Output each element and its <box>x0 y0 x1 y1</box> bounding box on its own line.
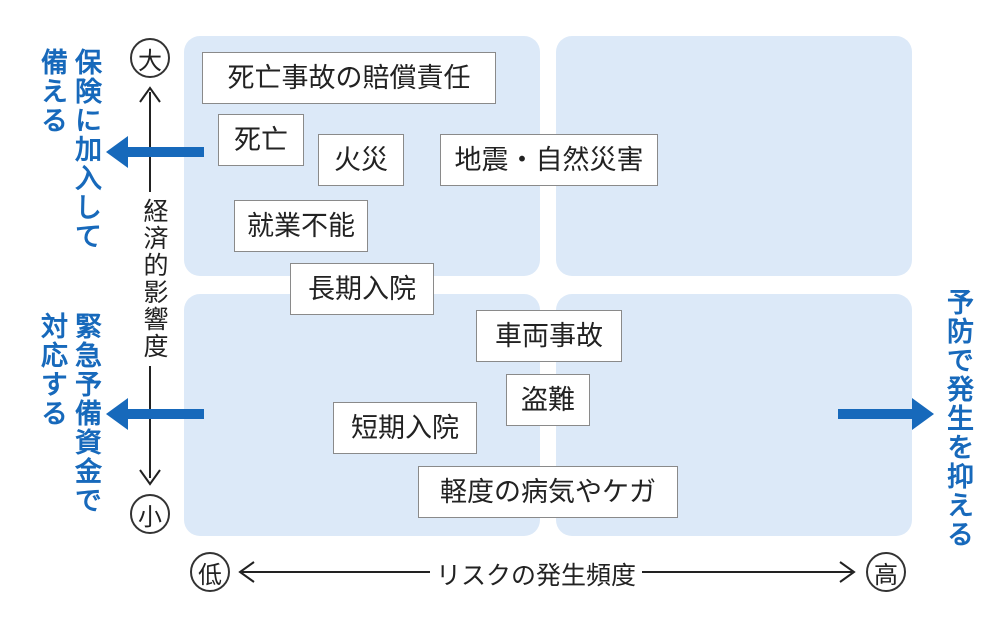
y-axis-top-marker: 大 <box>130 38 170 78</box>
y-axis-bottom-marker: 小 <box>130 494 170 534</box>
insurance-arrow-shaft <box>124 147 204 157</box>
y-axis-arrowhead-down <box>139 469 161 486</box>
x-axis-label: リスクの発生頻度 <box>430 556 643 592</box>
risk-disability: 就業不能 <box>234 200 368 252</box>
risk-liability: 死亡事故の賠償責任 <box>202 52 496 104</box>
emergency-arrow-shaft <box>124 409 204 419</box>
insurance-strategy-line2: 備える <box>36 48 67 135</box>
emergency-strategy-line2: 対応する <box>36 312 67 428</box>
insurance-strategy-line1: 保険に加入して <box>70 48 101 251</box>
emergency-strategy-line1: 緊急予備資金で <box>70 312 101 515</box>
x-axis-arrowhead-right <box>839 561 856 583</box>
risk-short-hospital: 短期入院 <box>333 402 477 454</box>
prevention-strategy: 予防で発生を抑える <box>942 288 973 549</box>
risk-vehicle-accident: 車両事故 <box>476 310 622 362</box>
risk-minor-illness: 軽度の病気やケガ <box>418 466 678 518</box>
y-axis-label: 経済的影響度 <box>136 192 172 366</box>
y-axis-arrowhead-up <box>139 86 161 103</box>
prevention-arrow-head <box>912 398 934 430</box>
x-axis-right-marker: 高 <box>866 552 906 592</box>
x-axis-arrowhead-left <box>238 561 255 583</box>
x-axis-left-marker: 低 <box>190 552 230 592</box>
risk-earthquake: 地震・自然災害 <box>440 134 658 186</box>
emergency-arrow-head <box>106 398 128 430</box>
risk-long-hospital: 長期入院 <box>290 263 434 315</box>
risk-death: 死亡 <box>218 114 304 166</box>
risk-theft: 盗難 <box>506 374 590 426</box>
risk-fire: 火災 <box>318 134 404 186</box>
insurance-arrow-head <box>106 136 128 168</box>
prevention-arrow-shaft <box>838 409 918 419</box>
